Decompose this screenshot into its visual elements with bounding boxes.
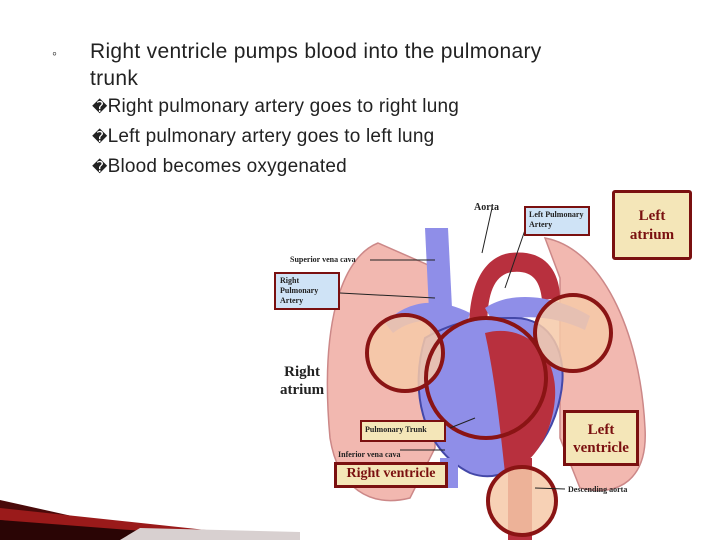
sub-bullet-text: Right pulmonary artery goes to right lun…	[107, 96, 460, 117]
label-right-atrium: Right atrium	[280, 363, 324, 399]
label-line: Left	[638, 208, 666, 224]
label-line: Left Pulmonary	[529, 210, 584, 219]
label-inferior-vena-cava: Inferior vena cava	[338, 450, 401, 459]
label-line: Right	[280, 276, 300, 285]
label-line: Artery	[529, 220, 553, 229]
leader-lines	[339, 207, 566, 490]
label-line: ventricle	[573, 440, 629, 456]
label-line: Pulmonary	[280, 286, 319, 295]
label-superior-vena-cava: Superior vena cava	[290, 255, 356, 264]
label-line: atrium	[629, 227, 675, 243]
highlight-circle-heart	[424, 316, 548, 440]
sub-bullet-3: �Blood becomes oxygenated	[92, 152, 692, 182]
heart-diagram: Aorta Left Pulmonary Artery Left atrium …	[260, 188, 720, 540]
corner-swoosh-decoration	[0, 500, 300, 540]
label-left-ventricle: Left ventricle	[563, 410, 639, 466]
label-pulmonary-trunk: Pulmonary Trunk	[360, 420, 446, 442]
label-aorta: Aorta	[474, 202, 499, 213]
highlight-circle-right-lung	[365, 313, 445, 393]
main-bullet-line1: Right ventricle pumps blood into the pul…	[90, 40, 542, 63]
sub-bullet-text: Blood becomes oxygenated	[107, 156, 347, 177]
right-pulmonary-artery-vessel	[385, 302, 470, 333]
sub-bullet-marker: �	[92, 129, 108, 146]
sub-bullet-marker: �	[92, 99, 108, 116]
label-line: Left	[587, 422, 615, 438]
sub-bullet-2: �Left pulmonary artery goes to left lung	[92, 122, 692, 152]
heart-illustration	[326, 207, 646, 540]
highlight-circle-descending-aorta	[486, 465, 558, 537]
highlight-circle-left-lung	[533, 293, 613, 373]
aorta-arch	[469, 252, 560, 378]
sub-bullet-text: Left pulmonary artery goes to left lung	[107, 126, 435, 147]
main-bullet-line2: trunk	[90, 67, 139, 90]
label-line: Right	[284, 364, 320, 380]
bullet-list: ◦ Right ventricle pumps blood into the p…	[52, 38, 692, 182]
sub-bullet-marker: �	[92, 159, 108, 176]
label-left-atrium: Left atrium	[612, 190, 692, 260]
sub-bullet-1: �Right pulmonary artery goes to right lu…	[92, 92, 692, 122]
label-descending-aorta: Descending aorta	[568, 485, 628, 494]
bullet-marker: ◦	[52, 45, 58, 61]
label-right-pulmonary-artery: Right Pulmonary Artery	[274, 272, 340, 310]
main-bullet: ◦ Right ventricle pumps blood into the p…	[52, 38, 692, 92]
label-line: Artery	[280, 296, 304, 305]
label-right-ventricle: Right ventricle	[334, 462, 448, 488]
sub-bullet-list: �Right pulmonary artery goes to right lu…	[92, 92, 692, 182]
label-line: atrium	[280, 382, 325, 398]
label-left-pulmonary-artery: Left Pulmonary Artery	[524, 206, 590, 236]
